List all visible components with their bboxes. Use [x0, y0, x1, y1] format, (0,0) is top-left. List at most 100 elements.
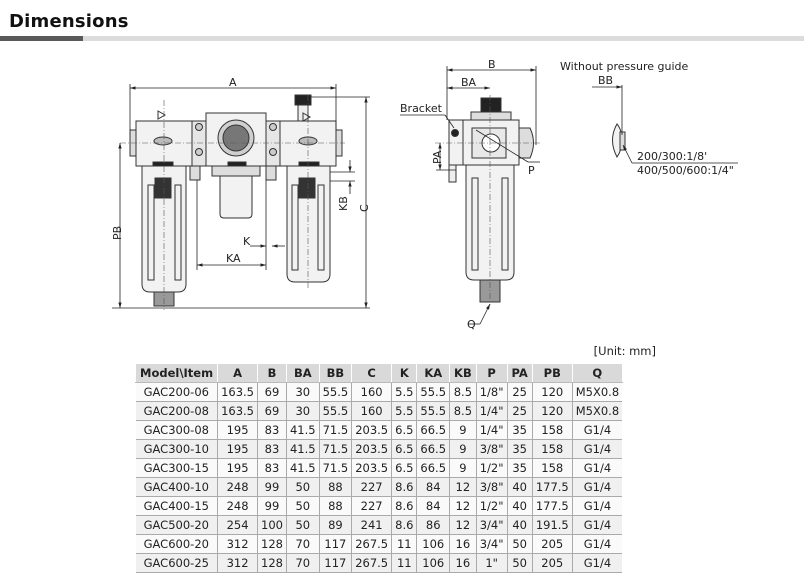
value-cell: 11 [391, 553, 417, 573]
dim-label-KA: KA [226, 252, 241, 265]
value-cell: 3/8" [475, 439, 508, 459]
value-cell: 40 [506, 515, 533, 535]
value-cell: 205 [531, 534, 573, 554]
dim-label-P: P [528, 164, 535, 177]
value-cell: 83 [257, 458, 287, 478]
value-cell: 71.5 [318, 420, 352, 440]
col-header: KA [416, 363, 451, 383]
value-cell: G1/4 [571, 458, 623, 478]
bracket-label: Bracket [400, 102, 443, 115]
value-cell: 8.6 [391, 477, 417, 497]
value-cell: 35 [506, 439, 533, 459]
col-header: Model\Item [134, 363, 219, 383]
value-cell: 312 [217, 534, 258, 554]
value-cell: 8.6 [391, 496, 417, 516]
value-cell: 35 [506, 420, 533, 440]
value-cell: 195 [217, 420, 258, 440]
value-cell: 30 [285, 382, 320, 402]
value-cell: 55.5 [416, 382, 450, 402]
value-cell: G1/4 [571, 420, 623, 440]
value-cell: 106 [416, 553, 450, 573]
value-cell: 71.5 [318, 458, 352, 478]
gauge-face [222, 124, 250, 152]
value-cell: 205 [531, 553, 573, 573]
value-cell: 9 [449, 420, 477, 440]
port-note-2: 400/500/600:1/4" [637, 164, 734, 177]
value-cell: 66.5 [416, 439, 450, 459]
value-cell: 254 [217, 515, 258, 535]
value-cell: 227 [351, 496, 392, 516]
value-cell: 69 [257, 401, 287, 421]
dim-label-BB: BB [598, 74, 613, 87]
value-cell: 12 [449, 477, 477, 497]
col-header: P [475, 363, 508, 383]
value-cell: 55.5 [318, 382, 352, 402]
model-cell: GAC400-15 [135, 496, 218, 516]
value-cell: 203.5 [351, 458, 392, 478]
dim-label-K: K [243, 235, 251, 248]
regulator-bonnet [219, 175, 253, 219]
value-cell: 11 [391, 534, 417, 554]
value-cell: 160 [351, 401, 392, 421]
value-cell: 3/4" [475, 515, 508, 535]
value-cell: 6.5 [391, 420, 417, 440]
front-view [129, 94, 343, 307]
value-cell: M5X0.8 [571, 382, 623, 402]
value-cell: 6.5 [391, 458, 417, 478]
value-cell: G1/4 [571, 496, 623, 516]
value-cell: 50 [285, 477, 320, 497]
value-cell: 50 [506, 534, 533, 554]
col-header: PA [506, 363, 533, 383]
value-cell: G1/4 [571, 553, 623, 573]
value-cell: 50 [506, 553, 533, 573]
detail-view [612, 123, 626, 158]
value-cell: 16 [449, 553, 477, 573]
col-header: PB [531, 363, 573, 383]
value-cell: 86 [416, 515, 450, 535]
value-cell: 1/4" [475, 401, 508, 421]
dim-label-B: B [488, 58, 496, 71]
dim-label-PA: PA [431, 150, 444, 164]
value-cell: 55.5 [318, 401, 352, 421]
value-cell: 195 [217, 458, 258, 478]
model-cell: GAC300-08 [135, 420, 218, 440]
value-cell: 1/8" [475, 382, 508, 402]
value-cell: 16 [449, 534, 477, 554]
value-cell: 248 [217, 477, 258, 497]
dim-label-PB: PB [111, 226, 124, 240]
col-header: Q [571, 363, 623, 383]
table-header-row: Model\Item A B BA BB C K KA KB P PA PB Q [134, 363, 623, 383]
value-cell: 84 [416, 477, 450, 497]
col-header: BB [318, 363, 353, 383]
value-cell: 83 [257, 439, 287, 459]
value-cell: 117 [318, 553, 352, 573]
value-cell: 70 [285, 553, 320, 573]
value-cell: 25 [506, 382, 533, 402]
port-note-1: 200/300:1/8' [637, 150, 707, 163]
col-header: B [257, 363, 287, 383]
value-cell: 50 [285, 515, 320, 535]
detail-caption: Without pressure guide [560, 60, 688, 73]
value-cell: 12 [449, 496, 477, 516]
value-cell: 177.5 [531, 477, 573, 497]
value-cell: 41.5 [285, 458, 320, 478]
value-cell: 88 [318, 496, 352, 516]
model-cell: GAC500-20 [135, 515, 218, 535]
value-cell: 5.5 [391, 382, 417, 402]
value-cell: 128 [257, 553, 287, 573]
model-cell: GAC400-10 [135, 477, 218, 497]
value-cell: 41.5 [285, 439, 320, 459]
value-cell: 6.5 [391, 439, 417, 459]
value-cell: 50 [285, 496, 320, 516]
value-cell: G1/4 [571, 477, 623, 497]
value-cell: 163.5 [217, 382, 258, 402]
value-cell: 55.5 [416, 401, 450, 421]
col-header: KB [449, 363, 477, 383]
